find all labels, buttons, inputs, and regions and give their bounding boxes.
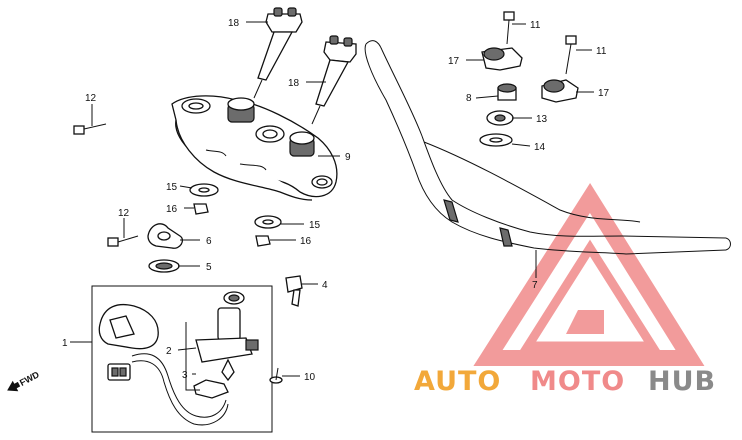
- bolt-12-lower: [107, 235, 139, 247]
- callout-10: 10: [304, 372, 316, 383]
- callout-18: 18: [288, 78, 300, 89]
- callout-15: 15: [309, 220, 321, 231]
- watermark-logo: [473, 183, 705, 366]
- watermark-triangle-inner: [519, 239, 661, 351]
- collar-8: [497, 83, 517, 101]
- ignition-switch-assembly: [91, 285, 273, 433]
- callout-1: 1: [62, 338, 68, 349]
- nut-16-right: [255, 235, 271, 247]
- callout-17: 17: [448, 56, 460, 67]
- bolt-11-lower: [565, 35, 577, 75]
- callout-2: 2: [166, 346, 172, 357]
- callout-12: 12: [85, 93, 97, 104]
- watermark-hub: HUB: [648, 366, 716, 397]
- watermark-triangle-core: [566, 310, 604, 334]
- callout-16: 16: [300, 236, 312, 247]
- fwd-arrow-icon: [7, 380, 21, 392]
- holder-17-upper: [481, 47, 523, 71]
- callout-8: 8: [466, 93, 472, 104]
- assembly-frame: [91, 285, 273, 433]
- washer-15-right: [254, 215, 282, 229]
- callout-6: 6: [206, 236, 212, 247]
- callout-9: 9: [345, 152, 351, 163]
- nut-13: [486, 110, 514, 126]
- fwd-label: FWD: [18, 369, 41, 388]
- callout-17: 17: [598, 88, 610, 99]
- callout-labels: 18 18 12 9 15 16 12 6 5 15 16 4 1 2 3 10…: [62, 18, 610, 383]
- handlebar-band-right: [499, 227, 513, 247]
- grommet-5: [148, 259, 180, 273]
- handlebar-riser-left: [253, 7, 303, 99]
- callout-14: 14: [534, 142, 546, 153]
- callout-11: 11: [530, 20, 541, 31]
- callout-7: 7: [532, 280, 538, 291]
- washer-14: [479, 133, 513, 147]
- callout-3: 3: [182, 370, 188, 381]
- nut-16-left: [193, 203, 209, 215]
- screw-10: [269, 367, 283, 384]
- watermark-auto: AUTO: [414, 366, 501, 397]
- callout-16: 16: [166, 204, 178, 215]
- watermark-triangle-outer: [473, 183, 705, 366]
- handlebar-band-left: [443, 199, 459, 223]
- key-4: [285, 275, 303, 307]
- callout-11: 11: [596, 46, 607, 57]
- handlebar: [364, 40, 731, 255]
- handlebar-riser-right: [311, 35, 357, 125]
- fwd-indicator: FWD: [7, 369, 41, 392]
- watermark-text: AUTO MOTO HUB: [414, 366, 716, 397]
- callout-15: 15: [166, 182, 178, 193]
- cable-clamp-6: [147, 223, 184, 249]
- callout-5: 5: [206, 262, 212, 273]
- leader-lines: [70, 21, 594, 391]
- callout-18: 18: [228, 18, 240, 29]
- connector: [107, 363, 131, 381]
- callout-13: 13: [536, 114, 548, 125]
- bolt-11-upper: [503, 11, 515, 45]
- top-bridge: [171, 95, 338, 201]
- bolt-12-upper: [73, 123, 107, 135]
- holder-17-lower: [541, 79, 579, 103]
- callout-12: 12: [118, 208, 130, 219]
- washer-15-left: [189, 183, 219, 197]
- watermark-moto: MOTO: [530, 366, 625, 397]
- callout-4: 4: [322, 280, 328, 291]
